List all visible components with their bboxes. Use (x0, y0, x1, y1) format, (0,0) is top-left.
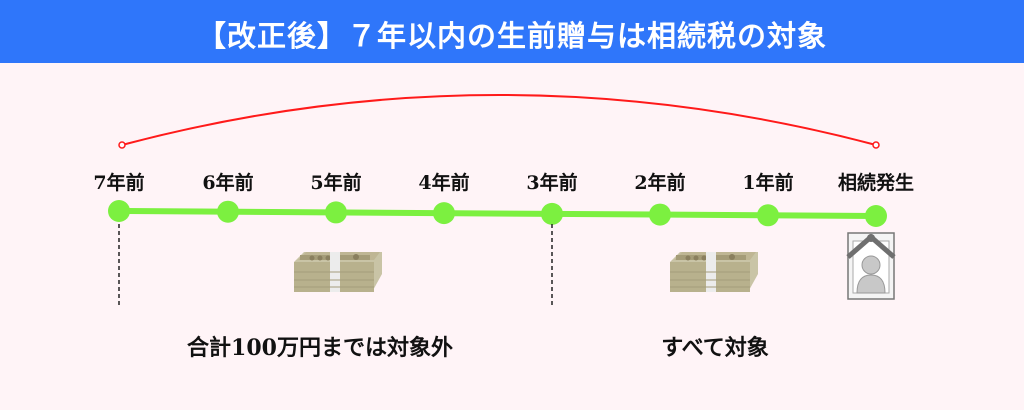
timeline-label: 2年前 (634, 172, 686, 194)
timeline-label: 1年前 (742, 172, 794, 194)
money-bundle-icon (294, 252, 382, 292)
timeline-node (325, 201, 347, 224)
timeline-label: 5年前 (310, 172, 362, 194)
timeline-node (757, 204, 779, 227)
timeline-label: 7年前 (93, 172, 145, 194)
timeline-node (433, 202, 455, 225)
header-bar (0, 0, 1024, 63)
timeline-label: 相続発生 (837, 172, 914, 194)
coverage-arc (121, 94, 877, 146)
timeline-label: 6年前 (202, 172, 254, 194)
timeline-line (118, 208, 877, 219)
page-title: 【改正後】７年以内の生前贈与は相続税の対象 (196, 19, 827, 53)
memorial-portrait-icon (846, 232, 896, 300)
timeline-node (649, 203, 671, 226)
timeline-label: 3年前 (526, 172, 578, 194)
money-bundle-icon (670, 252, 758, 292)
timeline-label: 4年前 (418, 172, 470, 194)
arc-end-marker (872, 141, 880, 149)
timeline-node (217, 200, 239, 223)
note-excluded-range: 合計100万円までは対象外 (187, 335, 453, 361)
timeline-node (108, 200, 130, 222)
note-all-covered: すべて対象 (661, 335, 769, 361)
timeline-node (865, 205, 887, 227)
timeline-node (541, 202, 563, 225)
arc-start-marker (118, 141, 126, 149)
